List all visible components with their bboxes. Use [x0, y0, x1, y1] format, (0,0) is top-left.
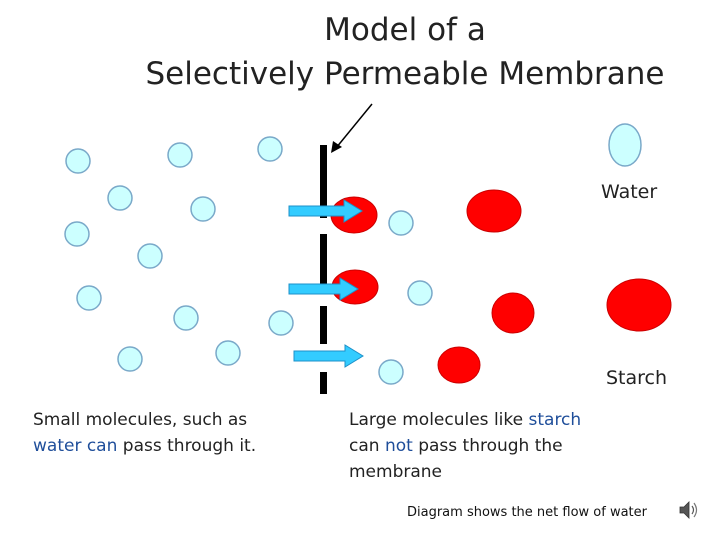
speaker-icon[interactable] — [678, 498, 700, 522]
legend-starch-label: Starch — [606, 367, 668, 389]
starch-molecule — [437, 346, 481, 384]
title-line-1: Model of a — [324, 12, 486, 48]
caption-right-text-4: membrane — [349, 462, 443, 482]
title-line-2: Selectively Permeable Membrane — [145, 56, 665, 92]
water-molecule — [190, 196, 216, 222]
water-molecule — [215, 340, 241, 366]
water-molecule — [117, 346, 143, 372]
water-molecule — [378, 359, 404, 385]
caption-right-highlight-1: starch — [528, 410, 582, 430]
water-molecule — [268, 310, 294, 336]
caption-right-highlight-2: not — [384, 436, 413, 456]
caption-right-text-2: can — [349, 436, 380, 456]
water-flow-arrow — [288, 277, 359, 301]
water-molecule — [107, 185, 133, 211]
pointer-arrowhead — [331, 141, 342, 153]
caption-left-text-1: Small molecules, such as — [33, 410, 248, 430]
legend-starch-molecule — [606, 278, 672, 332]
caption-right-text-3: pass through the — [418, 436, 563, 456]
water-flow-arrow — [288, 199, 363, 223]
water-molecule — [167, 142, 193, 168]
water-molecule — [407, 280, 433, 306]
membrane-segment — [320, 234, 327, 288]
membrane-segment — [320, 145, 327, 218]
starch-molecule — [466, 189, 522, 233]
water-molecule — [76, 285, 102, 311]
starch-molecule — [491, 292, 535, 334]
diagram-title: Model of a Selectively Permeable Membran… — [0, 8, 720, 96]
pointer-line — [335, 103, 373, 149]
membrane-segment — [320, 306, 327, 344]
water-flow-arrow — [293, 344, 364, 368]
caption-left-highlight: water can — [33, 436, 118, 456]
caption-left-text-2: pass through it. — [122, 436, 257, 456]
water-molecule — [137, 243, 163, 269]
water-molecule — [64, 221, 90, 247]
water-molecule — [173, 305, 199, 331]
caption-large-molecules: Large molecules like starch can not pass… — [349, 407, 639, 485]
water-molecule — [257, 136, 283, 162]
membrane-segment — [320, 372, 327, 394]
legend-water-molecule — [608, 123, 642, 167]
caption-right-text-1: Large molecules like — [349, 410, 524, 430]
water-molecule — [65, 148, 91, 174]
flow-note: Diagram shows the net flow of water — [407, 505, 647, 520]
water-molecule — [388, 210, 414, 236]
legend-water-label: Water — [601, 181, 658, 203]
caption-small-molecules: Small molecules, such as water can pass … — [33, 407, 303, 459]
